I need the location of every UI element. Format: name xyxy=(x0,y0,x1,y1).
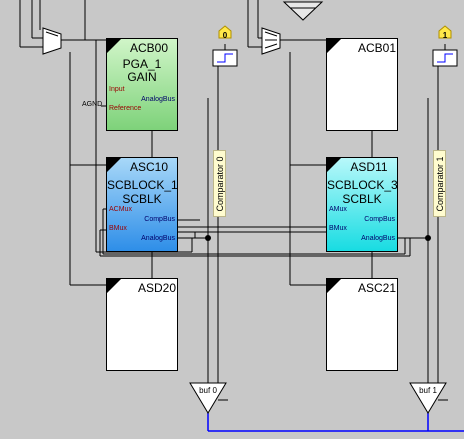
column-0-tag[interactable]: 0 xyxy=(222,31,228,40)
block-user-name: PGA_1 xyxy=(122,57,162,71)
block-corner-marker xyxy=(327,39,341,53)
block-corner-marker xyxy=(107,39,121,53)
block-name: ASC10 xyxy=(129,160,169,174)
pin-amux[interactable]: AMux xyxy=(329,206,347,213)
block-type: SCBLK xyxy=(122,192,162,206)
pin-reference[interactable]: Reference xyxy=(109,105,142,112)
pin-analogbus[interactable]: AnalogBus xyxy=(141,235,175,242)
acb01-block[interactable]: ACB01 xyxy=(326,38,398,131)
block-user-name: SCBLOCK_1 xyxy=(107,178,178,192)
asd11-block[interactable]: ASD11 SCBLOCK_3 SCBLK AMux BMux CompBus … xyxy=(326,157,398,252)
block-corner-marker xyxy=(327,279,341,293)
block-type: SCBLK xyxy=(342,192,382,206)
comparator-0-label[interactable]: Comparator 0 xyxy=(213,150,226,217)
block-type: GAIN xyxy=(127,70,157,84)
comparator-0-text: Comparator 0 xyxy=(214,155,225,212)
acb00-block[interactable]: ACB00 PGA_1 GAIN Input Reference AnalogB… xyxy=(106,38,178,131)
pin-bmux[interactable]: BMux xyxy=(109,225,127,232)
asc21-block[interactable]: ASC21 xyxy=(326,278,398,371)
buffer-0-label[interactable]: buf 0 xyxy=(199,386,217,395)
pin-bmux[interactable]: BMux xyxy=(329,225,347,232)
pin-acmux[interactable]: ACMux xyxy=(109,206,132,213)
block-name: ASD11 xyxy=(350,160,388,174)
pin-input[interactable]: Input xyxy=(109,86,125,93)
block-name: ASC21 xyxy=(357,281,397,295)
block-name: ACB01 xyxy=(357,41,397,55)
column-1-tag[interactable]: 1 xyxy=(442,31,448,40)
block-name: ASD20 xyxy=(137,281,177,295)
block-user-name: SCBLOCK_3 xyxy=(327,178,398,192)
asd20-block[interactable]: ASD20 xyxy=(106,278,178,371)
asc10-block[interactable]: ASC10 SCBLOCK_1 SCBLK ACMux BMux CompBus… xyxy=(106,157,178,252)
pin-analogbus[interactable]: AnalogBus xyxy=(361,235,395,242)
comparator-1-label[interactable]: Comparator 1 xyxy=(433,150,446,217)
block-corner-marker xyxy=(107,279,121,293)
buffer-1-label[interactable]: buf 1 xyxy=(419,386,437,395)
block-corner-marker xyxy=(107,158,121,172)
pin-analogbus[interactable]: AnalogBus xyxy=(141,96,175,103)
block-name: ACB00 xyxy=(129,41,169,55)
comparator-1-text: Comparator 1 xyxy=(434,155,445,212)
agnd-label: AGND xyxy=(82,101,103,108)
pin-compbus[interactable]: CompBus xyxy=(364,216,395,223)
block-corner-marker xyxy=(327,158,341,172)
pin-compbus[interactable]: CompBus xyxy=(144,216,175,223)
